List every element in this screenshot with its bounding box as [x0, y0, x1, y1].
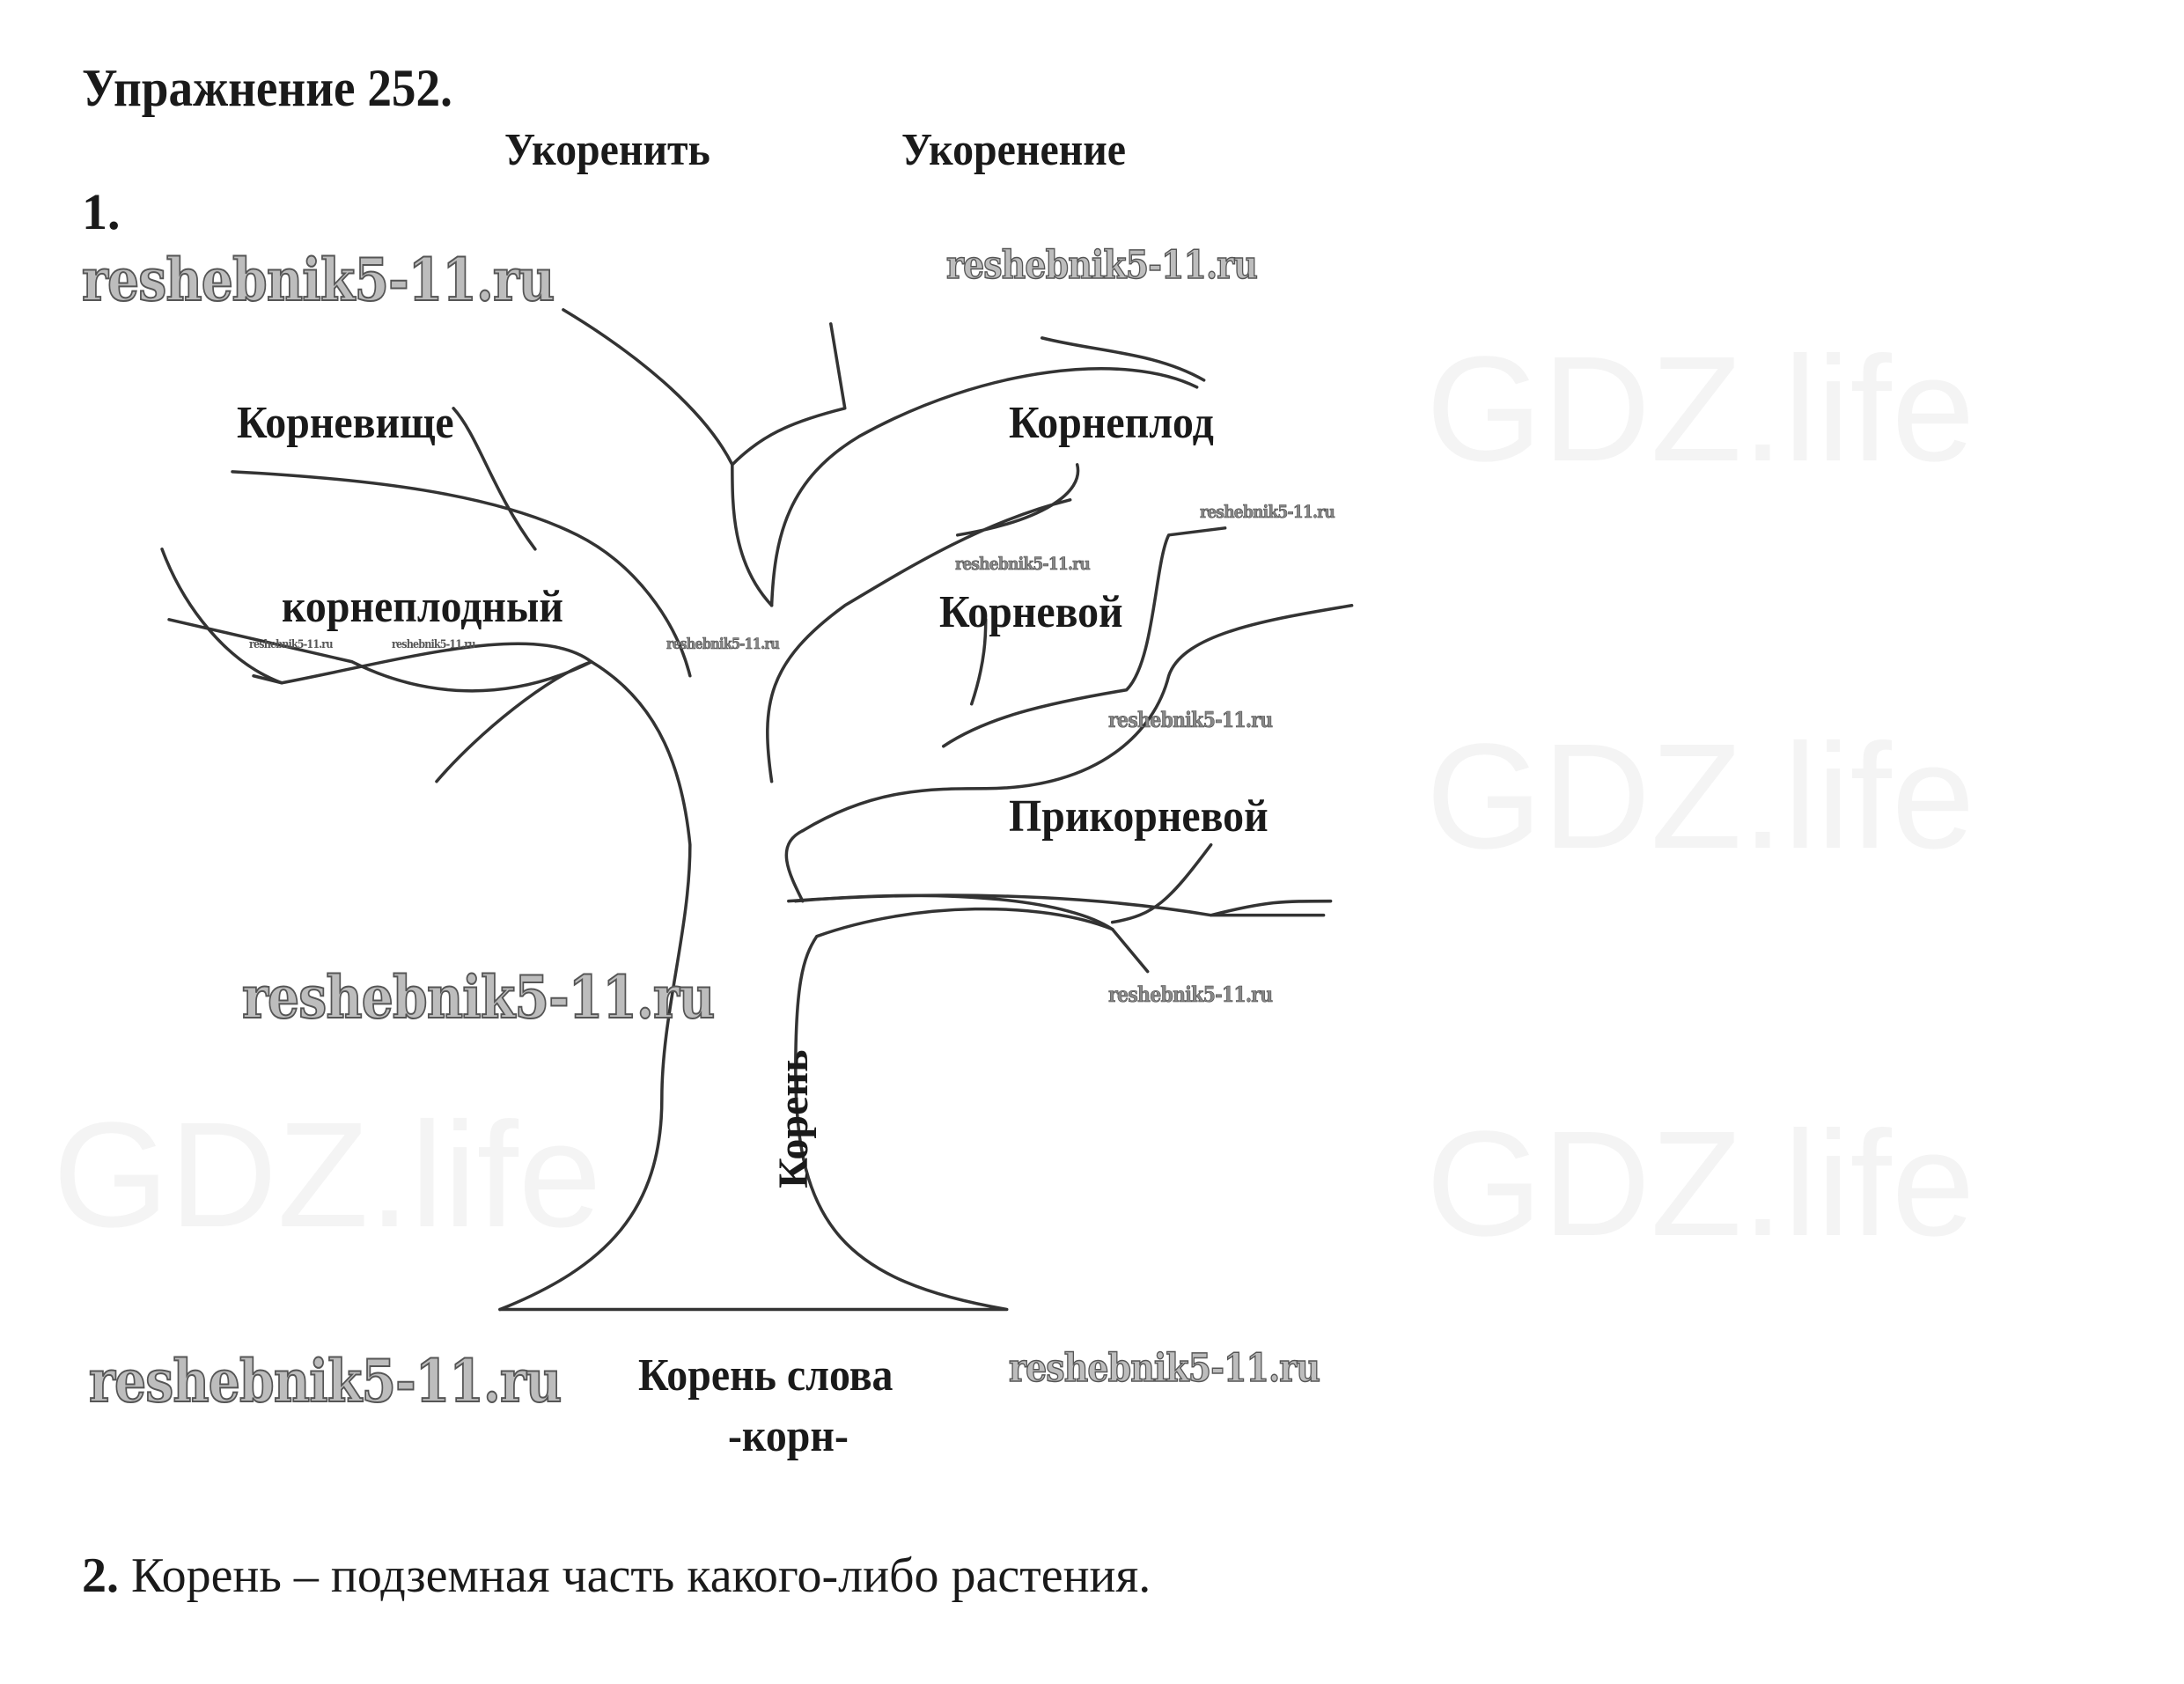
watermark: reshebnik5-11.ru: [955, 553, 1091, 574]
root-morpheme: -корн-: [728, 1411, 849, 1461]
watermark: reshebnik5-11.ru: [249, 638, 333, 651]
part1-number: 1.: [82, 183, 121, 240]
word-korneplod: Корнеплод: [1009, 398, 1214, 448]
watermark: reshebnik5-11.ru: [666, 636, 780, 653]
part2-number: 2.: [82, 1548, 119, 1603]
word-prikornevoy: Прикорневой: [1009, 791, 1268, 842]
watermark: reshebnik5-11.ru: [392, 638, 475, 651]
word-korneplodny: корнеплодный: [282, 582, 563, 632]
exercise-title: Упражнение 252.: [82, 59, 452, 117]
word-kornevishche: Корневище: [237, 398, 454, 448]
watermark: reshebnik5-11.ru: [241, 963, 716, 1032]
part2-answer: 2. Корень – подземная часть какого-либо …: [82, 1551, 1151, 1600]
part2-text: Корень – подземная часть какого-либо рас…: [119, 1548, 1151, 1603]
watermark: reshebnik5-11.ru: [81, 246, 555, 314]
word-ukorenit: Укоренить: [504, 125, 710, 175]
watermark: reshebnik5-11.ru: [1108, 982, 1274, 1007]
word-kornevoy: Корневой: [939, 587, 1123, 637]
ghost-watermark: GDZ.life: [1426, 713, 1975, 880]
ghost-watermark: GDZ.life: [53, 1092, 602, 1259]
word-ukorenenie: Укоренение: [901, 125, 1127, 175]
word-koren-vertical: Корень: [770, 1049, 817, 1188]
ghost-watermark: GDZ.life: [1426, 1100, 1975, 1268]
watermark: reshebnik5-11.ru: [88, 1347, 563, 1416]
watermark: reshebnik5-11.ru: [1008, 1346, 1320, 1391]
root-label: Корень слова: [638, 1350, 893, 1401]
watermark: reshebnik5-11.ru: [945, 243, 1258, 288]
watermark: reshebnik5-11.ru: [1108, 707, 1274, 732]
watermark: reshebnik5-11.ru: [1200, 501, 1335, 522]
ghost-watermark: GDZ.life: [1426, 326, 1975, 493]
